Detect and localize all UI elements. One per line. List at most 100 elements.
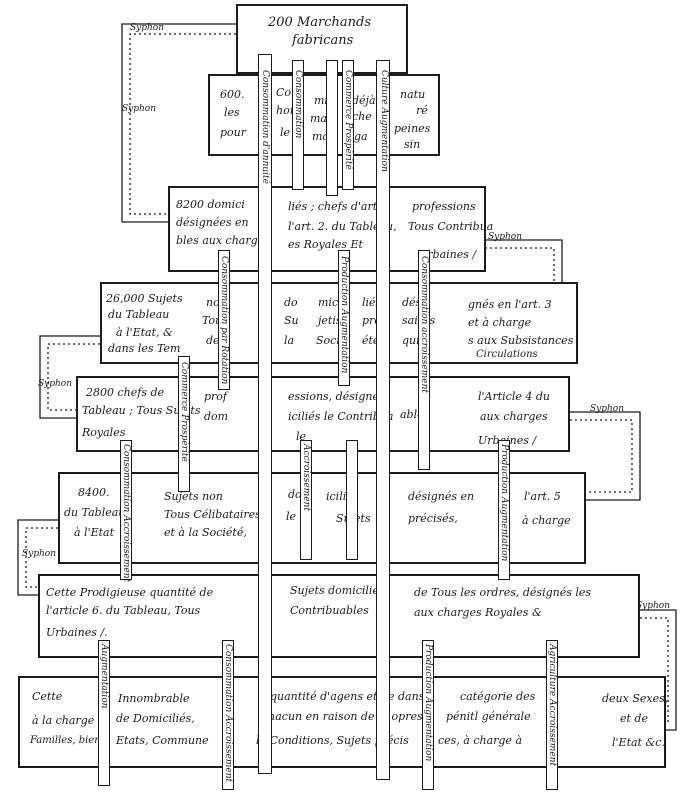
vertical-strap <box>218 250 230 390</box>
vertical-strap <box>376 60 390 780</box>
strap-label: Consommation par Rotation <box>219 256 229 385</box>
vertical-strap <box>258 54 272 774</box>
tier-4-box: 2800 chefs de Tableau ; Tous Sujets Roya… <box>76 376 570 452</box>
tier-5-text: 8400. <box>78 486 110 499</box>
tier-7-text: Familles, biens <box>30 735 106 746</box>
tier-5-text: à charge <box>522 514 571 527</box>
vertical-strap <box>498 440 510 580</box>
siphon-label: Syphon <box>22 549 57 559</box>
vertical-strap <box>422 640 434 790</box>
strap-label: Production Augmentation <box>339 256 349 374</box>
tier-2-text: professions <box>412 200 476 213</box>
strap-label: Consommation <box>293 70 303 139</box>
vertical-strap <box>292 60 304 190</box>
tier-4-text: iciliés le Contribua <box>288 410 394 423</box>
tier-3-text: dans les Tem <box>108 342 181 355</box>
tier-2-text: 8200 domici <box>176 198 245 211</box>
strap-label: Augmentation <box>99 644 109 709</box>
tier-4-text: le <box>296 430 307 443</box>
tier-5-text: Sujets non <box>164 490 223 503</box>
vertical-strap <box>418 250 430 470</box>
tier-3-text: Circulations <box>476 349 538 360</box>
tier-2-text: Urbaines / <box>418 248 477 261</box>
tier-3-text: 26,000 Sujets <box>106 292 183 305</box>
strap-label: Commerce Prospérité <box>343 70 353 170</box>
tier-5-text: du Tableau <box>64 506 126 519</box>
siphon-label: Syphon <box>130 23 165 33</box>
tier-7-text: Cette <box>32 690 63 703</box>
tier-1-text: les <box>224 106 240 119</box>
tier-3-text: do <box>284 296 298 309</box>
tier-2-text: Tous Contribua <box>408 220 494 233</box>
tier-7-text: Innombrable <box>118 692 190 705</box>
siphon-label: Syphon <box>38 379 73 389</box>
tier-5-text: et à la Société, <box>164 526 247 539</box>
tier-6-text: l'article 6. du Tableau, Tous <box>46 604 201 617</box>
top-line-2: fabricans <box>292 33 354 48</box>
tier-1-text: 600. <box>220 88 245 101</box>
strap-label: Consommation Accroissement <box>121 444 131 583</box>
tier-2-box: 8200 domici désignées en bles aux charg … <box>168 186 493 272</box>
tier-2-text: es Royales Et <box>288 238 363 251</box>
tier-7-text: pénitl générale <box>446 710 531 723</box>
tier-2-text: désignées en <box>176 216 249 229</box>
tier-7-text: à la charge <box>32 714 95 727</box>
tier-1-text: che <box>352 110 372 123</box>
strap-label: Production Augmentation <box>499 444 509 562</box>
siphon-label: Syphon <box>122 104 157 114</box>
tier-3-text: s aux Subsistances <box>468 334 574 347</box>
tier-1-text: déjà <box>352 94 376 107</box>
tier-6-text: Urbaines /. <box>46 626 108 639</box>
tier-7-text: Etats, Commune <box>116 734 209 747</box>
vertical-strap <box>546 640 558 790</box>
tier-2-text: liés ; chefs d'art <box>288 200 378 213</box>
tier-5-text: désignés en <box>408 490 475 503</box>
tier-3-text: et à charge <box>468 316 532 329</box>
tier-5-text: à l'Etat <box>74 526 115 539</box>
strap-label: Production Augmentation <box>423 644 433 762</box>
strap-label: Consommation accroissement <box>419 256 429 394</box>
tier-5-text: précisés, <box>408 512 458 525</box>
strap-label: Accroissement <box>301 444 311 512</box>
tier-7-box: Cette à la charge Familles, biens Innomb… <box>18 676 669 768</box>
strap-label: Culture Augmentation <box>379 70 389 172</box>
strap-label: Consommation d'annuité <box>260 70 270 184</box>
siphon-label: Syphon <box>636 601 671 611</box>
siphon-label: Syphon <box>488 232 523 242</box>
tier-2-text: bles aux charg <box>176 234 258 247</box>
tier-7-text: l'Etat &c. <box>612 736 665 749</box>
tier-1-text: sin <box>404 138 421 151</box>
vertical-strap <box>222 640 234 790</box>
tier-4-text: Tableau ; Tous Sujets <box>82 404 201 417</box>
tier-4-text: essions, désignés <box>288 390 385 403</box>
tier-3-text: mici <box>318 296 342 309</box>
tier-6-text: de Tous les ordres, désignés les <box>414 586 592 599</box>
tier-1-text: le <box>280 126 291 139</box>
vertical-strap <box>342 60 354 190</box>
tier-1-text: ga <box>354 130 368 143</box>
vertical-strap <box>98 640 110 786</box>
vertical-strap <box>326 60 338 196</box>
tier-7-text: le Conditions, Sujets précis <box>256 734 409 747</box>
vertical-strap <box>120 440 132 580</box>
tier-4-text: l'Article 4 du <box>478 390 550 403</box>
vertical-strap <box>338 250 350 386</box>
tier-4-text: aux charges <box>480 410 548 423</box>
tier-7-text: quantité d'agens et de dans <box>270 690 425 703</box>
vertical-strap <box>300 440 312 560</box>
tier-2-text: l'art. 2. du Tableau, <box>288 220 397 233</box>
tier-3-text: gnés en l'art. 3 <box>468 298 552 311</box>
tier-7-text: et de <box>620 712 648 725</box>
tier-7-text: de Domiciliés, <box>116 712 195 725</box>
tier-3-text: la <box>284 334 295 347</box>
strap-label: Commerce Prospérité <box>179 362 189 462</box>
strap-label: Agriculture Accroissement <box>547 644 557 767</box>
tier-7-text: deux Sexes, <box>602 692 669 705</box>
tier-4-text: Royales <box>82 426 126 439</box>
tier-3-text: de <box>206 334 220 347</box>
tier-6-text: Sujets domiciliés <box>290 584 385 597</box>
tier-5-text: Tous Célibataires <box>164 508 261 521</box>
top-line-1: 200 Marchands <box>268 15 371 30</box>
tier-7-text: catégorie des <box>460 690 536 703</box>
